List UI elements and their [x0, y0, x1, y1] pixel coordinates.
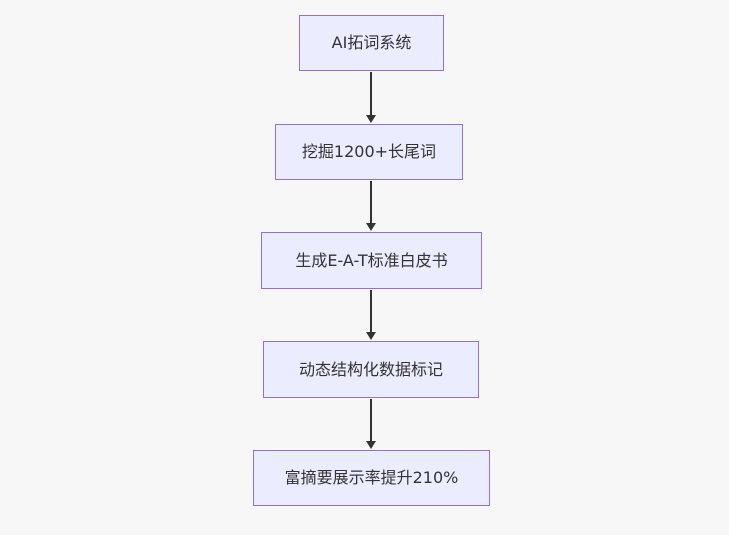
arrow-down-icon: [366, 115, 376, 123]
arrow-down-icon: [366, 332, 376, 340]
edge-line: [370, 72, 372, 115]
node-dynamic-structured-data-markup: 动态结构化数据标记: [263, 341, 479, 398]
node-label: 富摘要展示率提升210%: [284, 468, 459, 488]
node-label: 生成E-A-T标准白皮书: [295, 250, 448, 270]
arrow-down-icon: [366, 441, 376, 449]
flow-edge-1: [366, 72, 376, 123]
node-rich-snippet-rate-result: 富摘要展示率提升210%: [253, 450, 490, 506]
node-longtail-keyword-mining: 挖掘1200+长尾词: [275, 124, 463, 180]
edge-line: [370, 399, 372, 441]
flow-edge-2: [366, 181, 376, 231]
edge-line: [370, 181, 372, 223]
node-label: 动态结构化数据标记: [298, 359, 443, 379]
edge-line: [370, 290, 372, 332]
node-label: 挖掘1200+长尾词: [301, 142, 437, 162]
node-eat-whitepaper-generation: 生成E-A-T标准白皮书: [261, 232, 482, 289]
flow-edge-4: [366, 399, 376, 449]
arrow-down-icon: [366, 223, 376, 231]
node-label: AI拓词系统: [331, 33, 412, 53]
flow-edge-3: [366, 290, 376, 340]
node-ai-keyword-expansion-system: AI拓词系统: [299, 15, 444, 71]
